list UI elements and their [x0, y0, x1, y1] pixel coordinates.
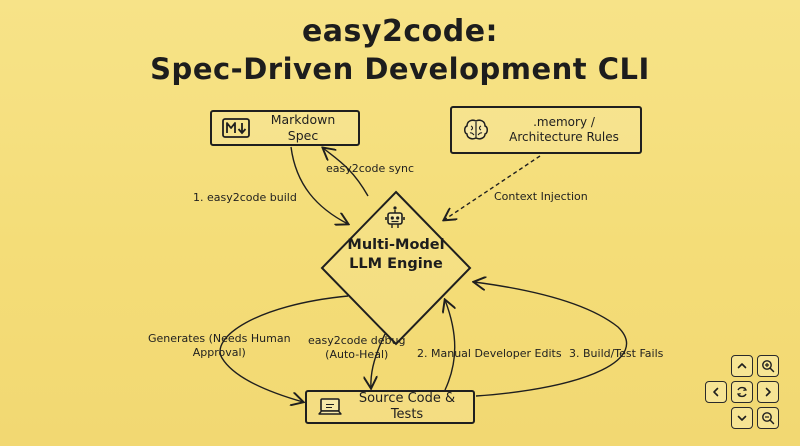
diagram-title-line-2: Spec-Driven Development CLI: [150, 52, 650, 86]
edge-build: [290, 146, 348, 224]
diagram-title-line-1: easy2code:: [301, 14, 499, 49]
source-code-tests-node: Source Code & Tests: [305, 390, 475, 424]
edge-generates: [219, 295, 349, 402]
source-code-tests-label: Source Code & Tests: [358, 390, 456, 422]
zoom-in-icon: [762, 360, 775, 373]
brain-icon: [462, 118, 490, 142]
edge-build-fails: [474, 282, 628, 397]
pan-up-button[interactable]: [731, 355, 753, 377]
llm-engine-label: Multi-Model LLM Engine: [326, 236, 466, 274]
zoom-out-button[interactable]: [757, 407, 779, 429]
markdown-icon: [222, 118, 250, 138]
edge-label-manual-edits: 2. Manual Developer Edits: [417, 347, 562, 360]
chevron-left-icon: [713, 387, 719, 397]
chevron-right-icon: [765, 387, 771, 397]
memory-rules-node: .memory / Architecture Rules: [450, 106, 642, 154]
markdown-spec-label: Markdown Spec: [270, 112, 336, 143]
edge-label-debug-line-2: (Auto-Heal): [325, 347, 389, 361]
edge-context-injection: [444, 155, 541, 220]
edge-label-sync: easy2code sync: [326, 162, 415, 175]
edge-label-generates-line-1: Generates (Needs Human: [148, 332, 291, 345]
llm-engine-diamond: [320, 190, 472, 346]
zoom-in-button[interactable]: [757, 355, 779, 377]
edge-manual-edits: [445, 300, 455, 391]
refresh-icon: [737, 386, 747, 398]
reset-view-button[interactable]: [731, 381, 753, 403]
edge-sync: [323, 148, 369, 197]
chevron-up-icon: [737, 363, 747, 369]
edge-label-build-fails: 3. Build/Test Fails: [569, 347, 664, 360]
memory-rules-label: .memory / Architecture Rules: [509, 115, 619, 144]
robot-icon: [385, 206, 405, 230]
edge-label-context-injection: Context Injection: [494, 190, 588, 203]
zoom-out-icon: [762, 412, 775, 425]
edge-label-debug: easy2code debug (Auto-Heal): [308, 334, 405, 362]
llm-engine-label-line-1: Multi-Model: [347, 237, 445, 253]
pan-right-button[interactable]: [757, 381, 779, 403]
markdown-spec-node: Markdown Spec: [210, 110, 360, 146]
edge-label-generates-line-2: Approval): [192, 345, 246, 359]
llm-engine-label-line-2: LLM Engine: [349, 256, 443, 273]
edge-label-debug-line-1: easy2code debug: [308, 334, 406, 347]
pan-left-button[interactable]: [705, 381, 727, 403]
pan-down-button[interactable]: [731, 407, 753, 429]
edge-label-generates: Generates (Needs Human Approval): [148, 332, 291, 360]
edge-label-build: 1. easy2code build: [193, 191, 297, 204]
chevron-down-icon: [737, 415, 747, 421]
edge-debug: [371, 333, 386, 388]
laptop-icon: [317, 397, 343, 417]
